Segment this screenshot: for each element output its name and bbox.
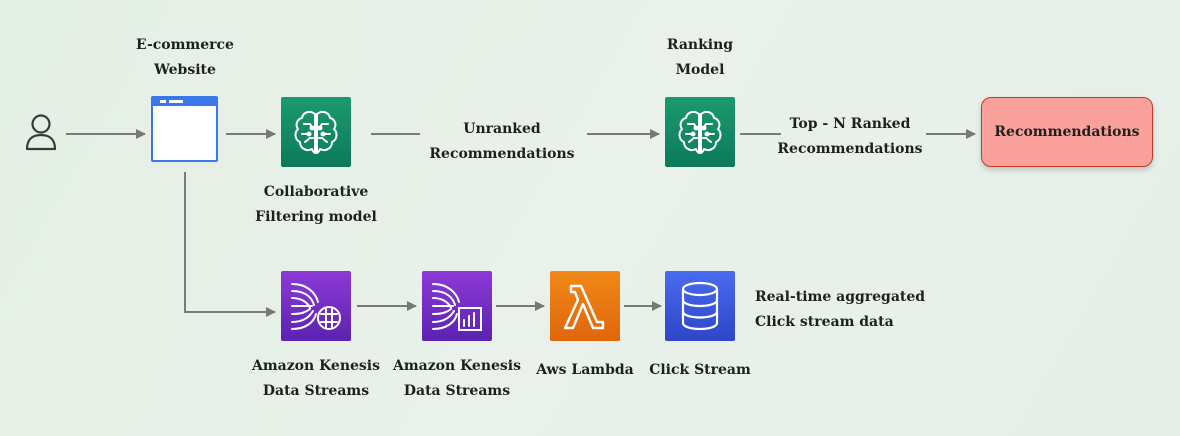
kinesis1-label: Amazon Kenesis Data Streams xyxy=(251,358,381,399)
ranking-label: Ranking Model xyxy=(666,37,734,78)
browser-window-icon xyxy=(151,96,218,162)
arrow-website-to-kinesis xyxy=(184,172,276,317)
kinesis-data-analytics-icon xyxy=(422,271,492,341)
kinesis-data-streams-icon xyxy=(281,271,351,341)
lambda-label: Aws Lambda xyxy=(536,362,634,378)
recommendations-label: Recommendations xyxy=(994,124,1140,140)
collab-label: Collaborative Filtering model xyxy=(255,184,377,225)
sagemaker-brain-icon xyxy=(665,97,735,167)
sagemaker-brain-icon xyxy=(281,97,351,167)
user-node xyxy=(22,113,60,153)
top-n-label: Top - N Ranked Recommendations xyxy=(777,116,923,157)
lambda-icon xyxy=(550,271,620,341)
website-label: E-commerce Website xyxy=(136,37,234,78)
unranked-label: Unranked Recommendations xyxy=(429,121,575,162)
clickstream-label: Click Stream xyxy=(649,362,751,378)
realtime-label: Real-time aggregated Click stream data xyxy=(755,289,926,330)
kinesis2-label: Amazon Kenesis Data Streams xyxy=(392,358,522,399)
user-icon xyxy=(25,114,57,151)
recommendations-box: Recommendations xyxy=(981,97,1153,167)
database-icon xyxy=(665,271,735,341)
